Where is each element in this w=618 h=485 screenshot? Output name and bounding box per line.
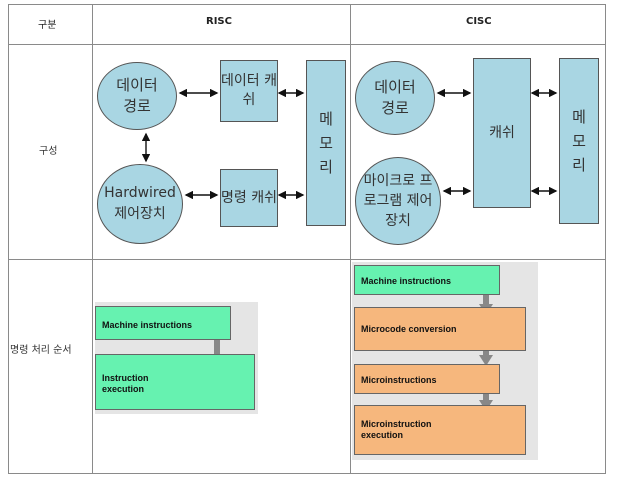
row-label-structure: 구성: [39, 146, 58, 157]
cisc-microprogram-oval: 마이크로 프로그램 제어장치: [355, 157, 441, 245]
table-border-col1: [92, 4, 93, 474]
cisc-flow-step-2: Microcode conversion: [354, 307, 526, 351]
table-border-col2: [350, 4, 351, 474]
header-risc: RISC: [206, 16, 232, 27]
comparison-table: 구분 RISC CISC 구성 명령 처리 순서 데이터 경로 데이터 캐쉬 H…: [8, 4, 606, 474]
cisc-datapath-oval: 데이터 경로: [355, 61, 435, 135]
risc-data-cache-box: 데이터 캐쉬: [220, 60, 278, 122]
risc-flow-step-1: Machine instructions: [95, 306, 231, 340]
table-border-top: [8, 4, 606, 5]
cisc-flow-step-1: Machine instructions: [354, 265, 500, 295]
header-cisc: CISC: [466, 16, 492, 27]
risc-flow-step-2: Instruction execution: [95, 354, 255, 410]
table-border-left: [8, 4, 9, 474]
cisc-cache-box: 캐쉬: [473, 58, 531, 208]
cisc-flow-step-4: Microinstruction execution: [354, 405, 526, 455]
table-border-header: [8, 44, 606, 45]
risc-instruction-cache-box: 명령 캐쉬: [220, 169, 278, 227]
header-category: 구분: [38, 20, 57, 31]
cisc-flow-arrow-2-icon: [479, 351, 493, 366]
risc-datapath-oval: 데이터 경로: [97, 62, 177, 130]
table-border-right: [605, 4, 606, 474]
table-border-bottom: [8, 473, 606, 474]
row-label-processing: 명령 처리 순서: [10, 345, 72, 356]
risc-memory-box: 메모리: [306, 60, 346, 226]
risc-hardwired-oval: Hardwired 제어장치: [97, 164, 183, 244]
cisc-memory-box: 메모리: [559, 58, 599, 224]
table-border-row: [8, 259, 606, 260]
cisc-flow-step-3: Microinstructions: [354, 364, 500, 394]
